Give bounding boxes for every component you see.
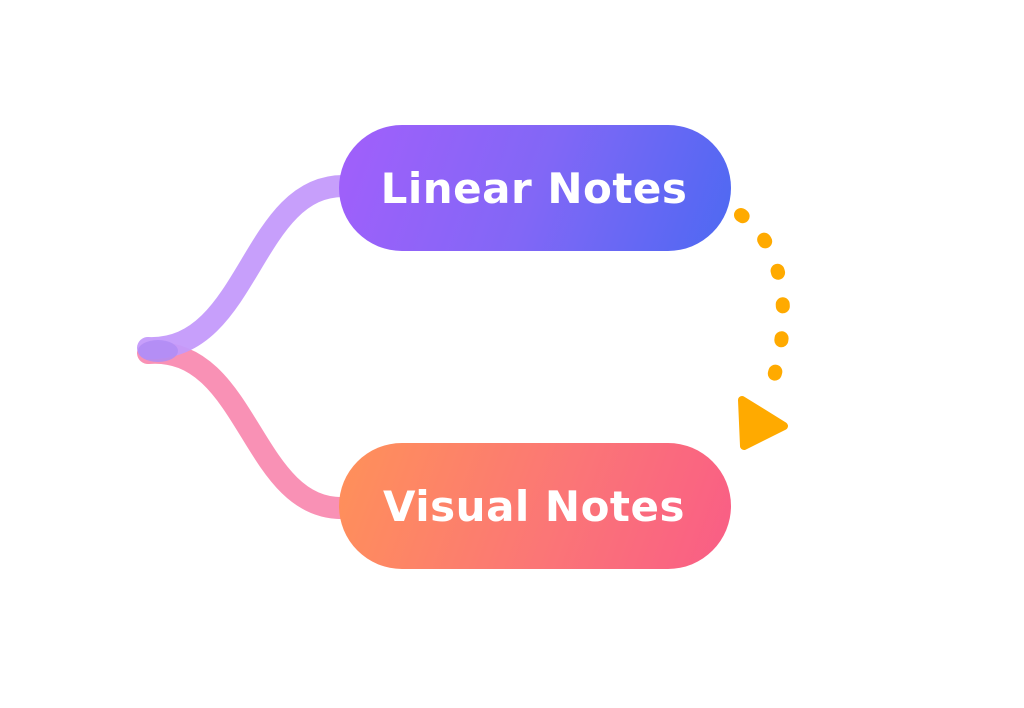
node-visual-notes[interactable]: Visual Notes bbox=[339, 443, 731, 569]
branch-root-node bbox=[138, 340, 178, 362]
dotted-arrow-path bbox=[734, 208, 790, 402]
node-linear-notes-label: Linear Notes bbox=[380, 163, 688, 213]
node-linear-notes[interactable]: Linear Notes bbox=[339, 125, 731, 251]
node-visual-notes-label: Visual Notes bbox=[383, 481, 685, 531]
branch-to-linear-notes bbox=[137, 174, 356, 360]
branch-to-visual-notes bbox=[137, 341, 356, 520]
arrowhead-icon bbox=[738, 396, 788, 450]
